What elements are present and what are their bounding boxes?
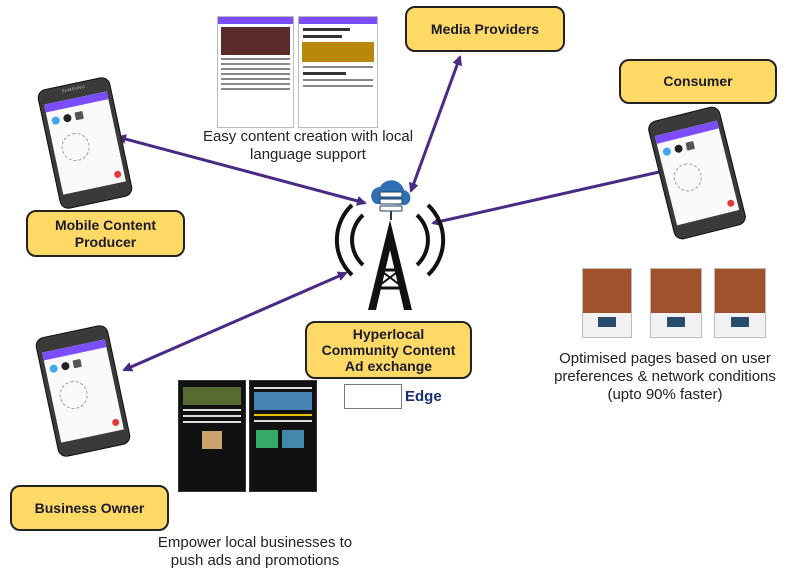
news-screenshot-1 — [217, 16, 294, 128]
consumer-box: Consumer — [619, 59, 777, 104]
arrow-media-hub — [409, 55, 462, 193]
food-screenshot-1 — [582, 268, 632, 338]
edge-label: Edge — [405, 388, 442, 405]
caption-optimised-pages: Optimised pages based on user preference… — [554, 350, 776, 403]
arrow-producer-hub — [116, 134, 367, 206]
cloud-server-icon — [371, 180, 411, 220]
arrow-consumer-hub — [431, 166, 670, 227]
media-providers-box: Media Providers — [405, 6, 565, 52]
cell-tower-icon — [334, 203, 446, 310]
caption-empower-local: Empower local businesses to push ads and… — [157, 534, 353, 569]
caption-content-creation: Easy content creation with local languag… — [202, 128, 414, 163]
business-screenshot-2 — [249, 380, 317, 492]
food-screenshot-2 — [650, 268, 702, 338]
food-screenshot-3 — [714, 268, 766, 338]
news-screenshot-2 — [298, 16, 378, 128]
mobile-content-producer-box: Mobile Content Producer — [26, 210, 185, 257]
business-owner-box: Business Owner — [10, 485, 169, 531]
arrow-business-hub — [122, 271, 348, 372]
edge-box — [344, 384, 402, 409]
hub-box: Hyperlocal Community Content Ad exchange — [305, 321, 472, 379]
business-screenshot-1 — [178, 380, 246, 492]
